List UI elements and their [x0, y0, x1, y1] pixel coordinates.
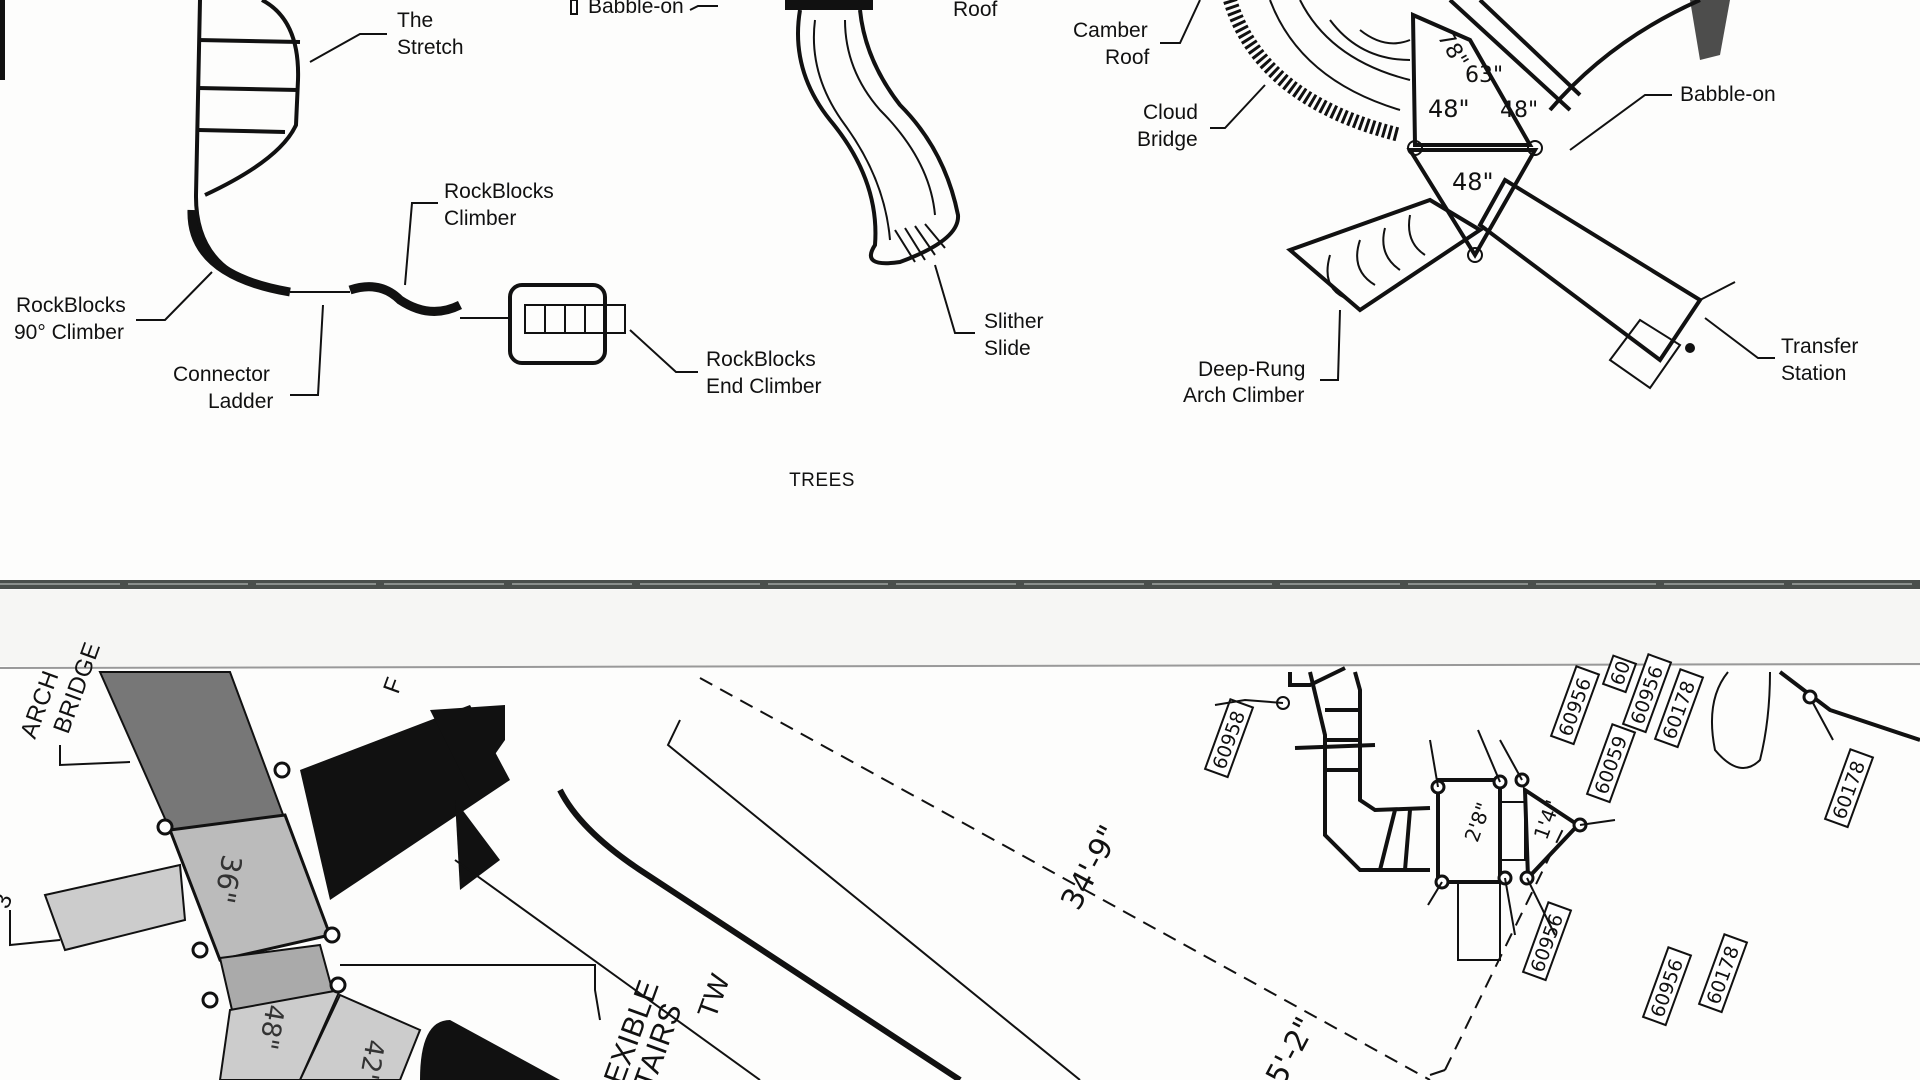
- label-deep-rung-2: Arch Climber: [1183, 384, 1304, 407]
- page-edge: [0, 0, 5, 80]
- label-transfer-station-1: Transfer: [1781, 335, 1858, 358]
- dimension-5-2: 5'-2": [1259, 1012, 1323, 1080]
- label-cloud-bridge-1: Cloud: [1143, 101, 1198, 124]
- label-cloud-bridge-2: Bridge: [1137, 128, 1198, 151]
- leader-lines-left: [136, 5, 718, 396]
- the-stretch-drawing: [187, 0, 626, 365]
- label-rockblocks-climber-1: RockBlocks: [444, 180, 554, 203]
- babble-on-marker: [570, 0, 578, 15]
- bottom-left-structure: [9, 671, 601, 1080]
- caption-trees: TREES: [789, 470, 855, 491]
- bottom-right-structure: [1276, 666, 1920, 961]
- label-rockblocks-climber-2: Climber: [444, 207, 516, 230]
- label-transfer-station-2: Station: [1781, 362, 1846, 385]
- deck-height-48-c: 48": [1452, 168, 1494, 196]
- deck-height-48-a: 48": [1428, 95, 1470, 123]
- label-rockblocks-end-2: End Climber: [706, 375, 822, 398]
- label-babble-on-right: Babble-on: [1680, 83, 1776, 106]
- site-dimension-lines: [454, 677, 1566, 1080]
- label-rockblocks-90-2: 90° Climber: [14, 321, 124, 344]
- label-rockblocks-end-1: RockBlocks: [706, 348, 816, 371]
- label-connector-ladder-1: Connector: [173, 363, 270, 386]
- deck-size-2-8: 2'8": [1460, 799, 1496, 845]
- slither-slide-drawing: [785, 0, 975, 334]
- deck-height-48-b: 48": [1500, 98, 1538, 123]
- label-3-partial: 3: [0, 890, 18, 912]
- label-f-partial: F: [378, 674, 409, 697]
- deck-height-63: 63": [1465, 63, 1503, 88]
- label-slither-slide-2: Slide: [984, 337, 1031, 360]
- label-tw-partial: TW: [692, 970, 736, 1023]
- label-roof-top: Roof: [953, 0, 998, 21]
- label-connector-ladder-2: Ladder: [208, 390, 273, 413]
- tower-structure-drawing: [1223, 0, 1736, 390]
- label-rockblocks-90-1: RockBlocks: [16, 294, 126, 317]
- label-babble-on-top: Babble-on: [588, 0, 684, 18]
- label-camber-roof-2: Roof: [1105, 46, 1150, 69]
- label-the-stretch-2: Stretch: [397, 36, 464, 59]
- label-deep-rung-1: Deep-Rung: [1198, 358, 1305, 381]
- part-number-tags: 60958 60956 60 60956 60178 60059 60178 6…: [1203, 653, 1875, 1027]
- label-slither-slide-1: Slither: [984, 310, 1044, 333]
- label-the-stretch-1: The: [397, 9, 433, 32]
- label-camber-roof-1: Camber: [1073, 19, 1148, 42]
- dimension-34-9: 34'-9": [1054, 820, 1127, 916]
- leader-lines-right: [1160, 0, 1775, 381]
